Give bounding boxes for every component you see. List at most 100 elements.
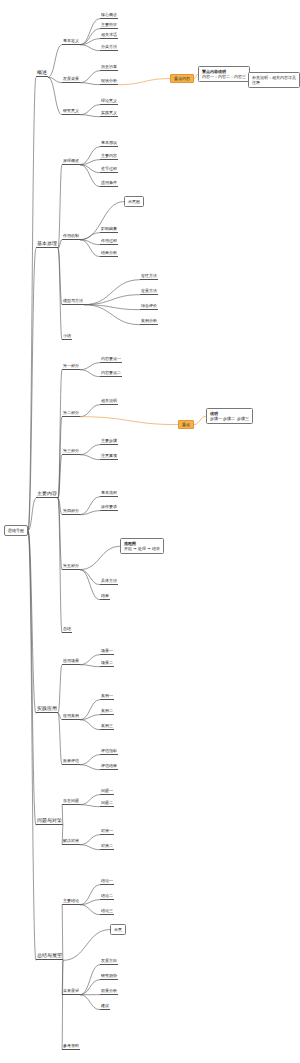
subtopic: 未来展望 xyxy=(62,988,80,995)
subtopic: 小结 xyxy=(62,333,72,340)
branch-line xyxy=(194,416,206,424)
topic-text: 内容要点二 xyxy=(101,370,121,375)
branch-line xyxy=(80,795,100,805)
branch-line xyxy=(80,755,100,765)
branch-line xyxy=(80,965,100,995)
subtopic: 应用场景 xyxy=(62,658,80,665)
branch-line xyxy=(80,233,100,240)
branch-line xyxy=(63,930,110,961)
subtopic: 案例一 xyxy=(100,693,114,700)
branch-line xyxy=(80,715,100,720)
branch-line xyxy=(80,546,120,570)
topic-text: 小结 xyxy=(63,333,71,338)
topic-text: 流程图 xyxy=(124,541,160,546)
topic-text: 主要步骤 xyxy=(101,438,117,443)
subtopic: 历史沿革 xyxy=(100,64,118,71)
subtopic: 前景分析 xyxy=(100,988,118,995)
topic-text: 第三部分 xyxy=(63,448,79,453)
topic-text: 解决对策 xyxy=(63,838,79,843)
subtopic: 总结 xyxy=(62,626,72,633)
subtopic: 解决对策 xyxy=(62,838,80,845)
subtopic: 对策二 xyxy=(100,843,114,850)
topic-text: 主要内容 xyxy=(37,491,57,497)
subtopic: 相关术语 xyxy=(100,32,118,39)
subtopic: 场景二 xyxy=(100,660,114,667)
subtopic: 存在问题 xyxy=(62,798,80,805)
branch-line xyxy=(80,370,100,377)
subtopic: 分类方法 xyxy=(100,44,118,51)
topic-text: 前景分析 xyxy=(101,988,117,993)
main-topic: 主要内容 xyxy=(36,491,58,498)
branch-line xyxy=(80,363,100,370)
subtopic: 相关说明 xyxy=(100,398,118,405)
subtopic: 定量方法 xyxy=(140,288,158,295)
topic-text: 影响因素 xyxy=(101,226,117,231)
branch-line xyxy=(80,405,100,417)
topic-text: 主要结论 xyxy=(63,898,79,903)
subtopic: 发展背景 xyxy=(62,76,80,83)
topic-text: 案例分析 xyxy=(141,318,157,323)
subtopic: 第一部分 xyxy=(62,363,80,370)
subtopic: 问题二 xyxy=(100,800,114,807)
topic-text: 第五部分 xyxy=(63,563,79,568)
topic-text: 推导过程 xyxy=(101,166,117,171)
subtopic: 核心概念 xyxy=(100,12,118,19)
topic-text: 综合评价 xyxy=(141,303,157,308)
subtopic: 第二部分 xyxy=(62,410,80,417)
topic-text: 发展背景 xyxy=(63,76,79,81)
subtopic: 结论一 xyxy=(100,878,114,885)
branch-line xyxy=(58,713,62,764)
subtopic: 评估指标 xyxy=(100,748,118,755)
branch-line xyxy=(62,805,63,826)
branch-line xyxy=(80,39,100,45)
note-box: 流程图开始 → 处理 → 结束 xyxy=(120,538,164,554)
branch-line xyxy=(58,455,62,499)
subtopic: 第三部分 xyxy=(62,448,80,455)
branch-line xyxy=(80,511,100,515)
topic-text: 结论一 xyxy=(101,878,113,883)
topic-text: 结果 xyxy=(101,593,109,598)
topic-text: 定量方法 xyxy=(141,288,157,293)
topic-text: 案例一 xyxy=(101,693,113,698)
subtopic: 基本定义 xyxy=(62,38,80,45)
subtopic: 主要内容 xyxy=(100,153,118,160)
topic-text: 第二部分 xyxy=(63,410,79,415)
subtopic: 第四部分 xyxy=(62,508,80,515)
branch-line xyxy=(84,295,140,305)
branch-line xyxy=(80,455,100,460)
subtopic: 实践意义 xyxy=(100,110,118,117)
note-text: 步骤一 步骤二 步骤三 xyxy=(210,416,249,421)
branch-line xyxy=(48,77,62,114)
subtopic: 综合评价 xyxy=(140,303,158,310)
topic-text: 效果评估 xyxy=(63,758,79,763)
branch-line xyxy=(80,83,100,85)
branch-line xyxy=(80,417,178,425)
subtopic: 现状分析 xyxy=(100,78,118,85)
topic-text: 操作要求 xyxy=(101,504,117,509)
subtopic: 模型与方法 xyxy=(62,298,84,305)
subtopic: 主要步骤 xyxy=(100,438,118,445)
branch-line xyxy=(80,570,100,585)
branch-line xyxy=(80,165,100,187)
subtopic: 问题一 xyxy=(100,788,114,795)
note-box: 示意 xyxy=(110,924,126,935)
subtopic: 适用条件 xyxy=(100,180,118,187)
topic-text: 存在问题 xyxy=(63,798,79,803)
branch-line xyxy=(80,71,100,83)
root-topic: 思维导图 xyxy=(4,525,28,536)
branch-line xyxy=(80,905,100,915)
topic-text: 主要内容 xyxy=(101,153,117,158)
subtopic: 效果评估 xyxy=(62,758,80,765)
branch-line xyxy=(80,202,124,240)
topic-text: 第四部分 xyxy=(63,508,79,513)
branch-line xyxy=(84,305,140,325)
subtopic: 推导过程 xyxy=(100,166,118,173)
subtopic: 结果分析 xyxy=(100,250,118,257)
subtopic: 影响因素 xyxy=(100,226,118,233)
topic-text: 说明 xyxy=(210,411,249,416)
subtopic: 建议 xyxy=(100,1003,110,1010)
subtopic: 对策一 xyxy=(100,828,114,835)
subtopic: 内容要点一 xyxy=(100,356,122,363)
